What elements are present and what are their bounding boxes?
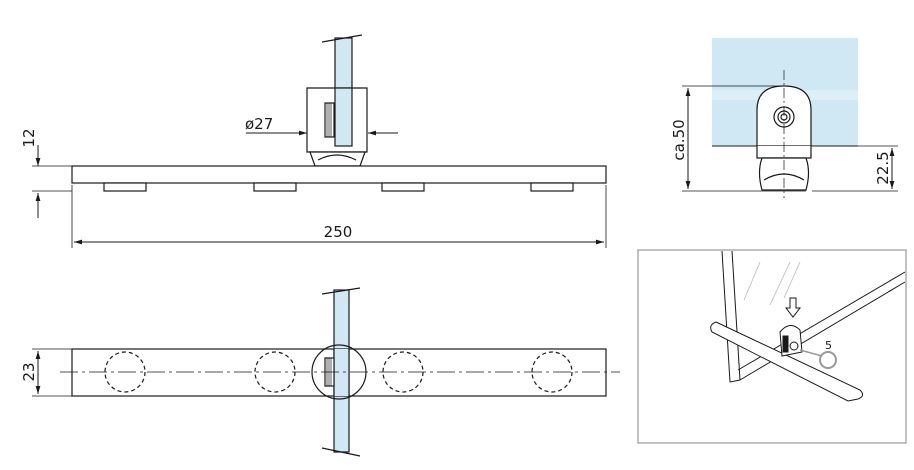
dim-clamp-height: 22.5 — [874, 151, 892, 184]
dim-diameter-27: ø27 — [245, 115, 273, 133]
detail-base-bar — [710, 321, 864, 402]
detail-illustration: 5 — [637, 249, 907, 444]
top-dimensions — [32, 348, 72, 397]
side-dimensions — [682, 85, 898, 192]
front-view — [71, 34, 607, 192]
hidden-foot-1 — [104, 351, 146, 393]
side-view — [712, 38, 858, 198]
foot-1 — [103, 182, 147, 192]
detail-down-arrow-icon — [784, 297, 802, 318]
clamp-screw — [324, 102, 335, 138]
front-dimensions — [32, 130, 607, 248]
detail-callout-label: 5 — [825, 339, 832, 352]
dim-height-12: 12 — [20, 128, 38, 147]
detail-frame — [637, 249, 907, 444]
glass-break-top — [321, 34, 363, 43]
top-view — [60, 287, 620, 457]
foot-3 — [381, 182, 425, 192]
allen-key-ring-icon — [819, 351, 837, 369]
foot-2 — [253, 182, 297, 192]
dim-overall-height: ca.50 — [670, 119, 688, 160]
dim-width-23: 23 — [20, 362, 38, 381]
dim-length-250: 250 — [324, 223, 353, 241]
hidden-foot-4 — [531, 351, 573, 393]
clamp-foot-front — [309, 151, 366, 167]
foot-4 — [530, 182, 574, 192]
base-bar-front — [71, 165, 607, 184]
